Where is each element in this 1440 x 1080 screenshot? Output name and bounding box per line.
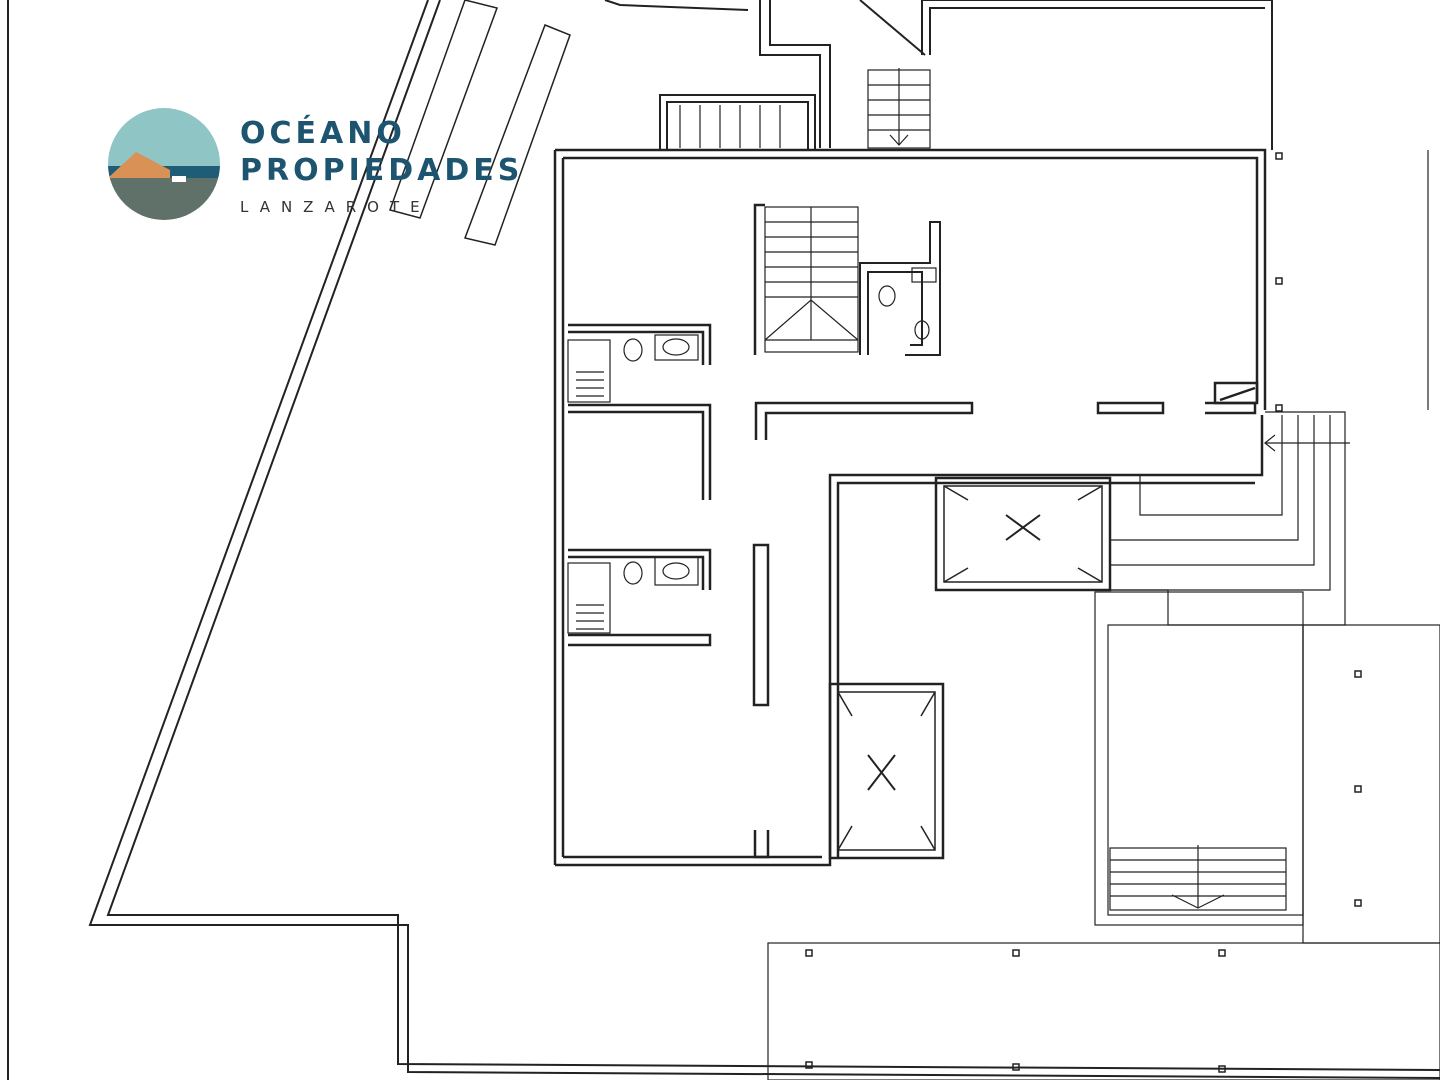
top-staircase xyxy=(679,68,931,149)
company-logo: OCÉANO PROPIEDADES LANZAROTE xyxy=(108,108,528,228)
parking-strips xyxy=(389,0,571,246)
column-markers xyxy=(805,152,1362,1073)
wc-left xyxy=(567,334,699,634)
logo-title-line2: PROPIEDADES xyxy=(240,153,524,188)
logo-subtitle: LANZAROTE xyxy=(240,198,431,216)
wc-upper xyxy=(859,221,941,356)
terrace-steps xyxy=(767,150,1440,1080)
logo-emblem-icon xyxy=(108,108,220,220)
void-openings xyxy=(828,476,1112,860)
logo-title-line1: OCÉANO xyxy=(240,116,406,151)
main-building xyxy=(553,148,1267,867)
partitions xyxy=(568,203,1259,859)
central-staircase xyxy=(764,206,859,353)
site-boundary xyxy=(7,0,1440,1080)
upper-structures xyxy=(604,0,1273,151)
